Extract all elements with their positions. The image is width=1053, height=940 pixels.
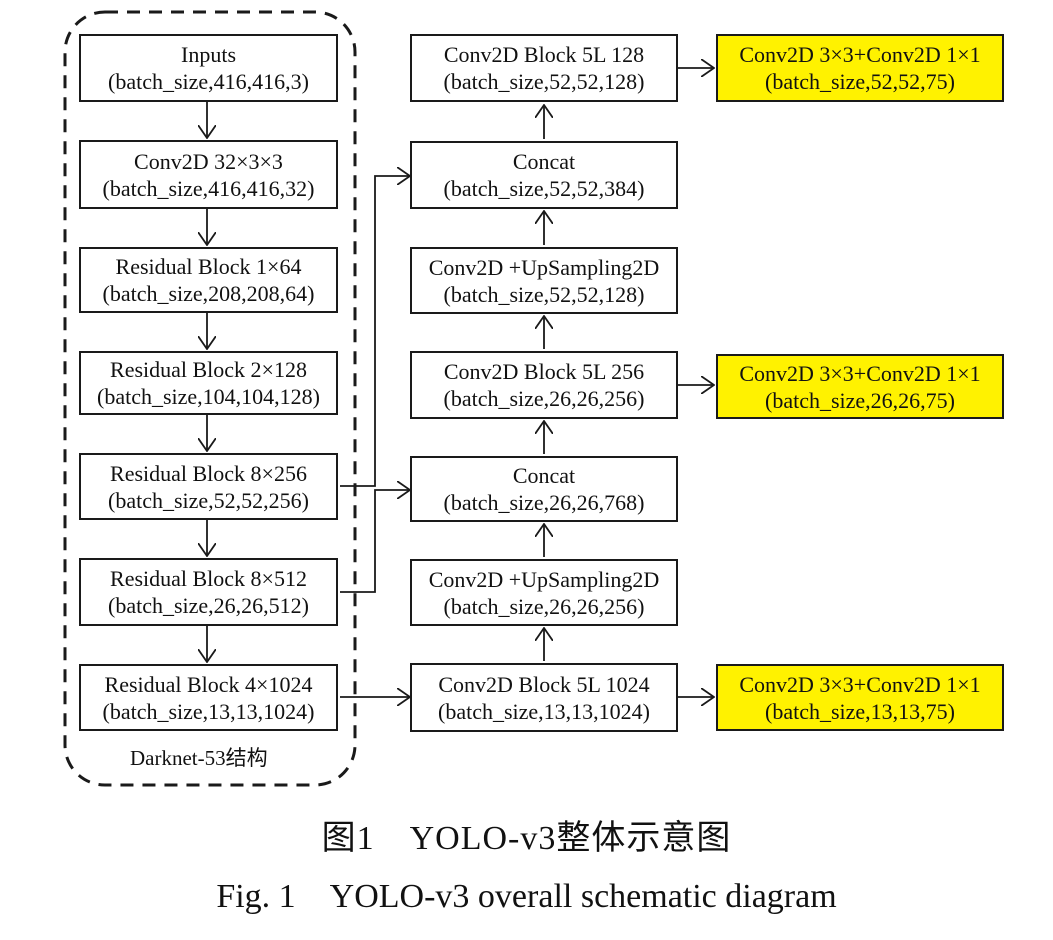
node-out52-shape: (batch_size,52,52,75)	[765, 69, 955, 94]
node-up1-title: Conv2D +UpSampling2D	[428, 254, 660, 280]
node-up1: Conv2D +UpSampling2D (batch_size,52,52,1…	[410, 247, 678, 314]
figure-caption-english: Fig. 1 YOLO-v3 overall schematic diagram	[216, 878, 837, 915]
node-res8b-title: Residual Block 8×512	[110, 566, 307, 591]
figure-caption-chinese: 图1 YOLO-v3整体示意图	[321, 820, 732, 857]
node-inputs-title: Inputs	[181, 42, 236, 67]
node-res8b: Residual Block 8×512 (batch_size,26,26,5…	[79, 558, 338, 626]
node-out13-title: Conv2D 3×3+Conv2D 1×1	[739, 671, 981, 697]
node-inputs-shape: (batch_size,416,416,3)	[108, 69, 309, 94]
node-res2-shape: (batch_size,104,104,128)	[97, 384, 320, 409]
node-out26-shape: (batch_size,26,26,75)	[765, 387, 955, 413]
node-res8a-title: Residual Block 8×256	[110, 460, 307, 486]
node-out26: Conv2D 3×3+Conv2D 1×1 (batch_size,26,26,…	[716, 354, 1004, 419]
node-res1: Residual Block 1×64 (batch_size,208,208,…	[79, 247, 338, 313]
node-res1-title: Residual Block 1×64	[115, 254, 302, 279]
node-c5l256-title: Conv2D Block 5L 256	[443, 359, 645, 384]
darknet53-group-border	[63, 10, 357, 787]
node-up2-shape: (batch_size,26,26,256)	[443, 593, 645, 619]
node-concat1-shape: (batch_size,52,52,384)	[443, 176, 645, 201]
node-up1-shape: (batch_size,52,52,128)	[443, 281, 645, 307]
node-res4: Residual Block 4×1024 (batch_size,13,13,…	[79, 664, 338, 731]
edge-res8a-concat1	[340, 176, 410, 487]
node-concat1: Concat (batch_size,52,52,384)	[410, 141, 678, 209]
edge-res8b-concat2	[340, 490, 410, 593]
node-out13: Conv2D 3×3+Conv2D 1×1 (batch_size,13,13,…	[716, 664, 1004, 731]
node-res4-shape: (batch_size,13,13,1024)	[102, 698, 315, 724]
node-res2-title: Residual Block 2×128	[110, 357, 307, 382]
node-out13-shape: (batch_size,13,13,75)	[765, 698, 955, 724]
node-res2: Residual Block 2×128 (batch_size,104,104…	[79, 351, 338, 415]
node-c5l1024: Conv2D Block 5L 1024 (batch_size,13,13,1…	[410, 663, 678, 732]
node-res8a: Residual Block 8×256 (batch_size,52,52,2…	[79, 453, 338, 520]
node-res8b-shape: (batch_size,26,26,512)	[108, 593, 309, 618]
node-conv32-shape: (batch_size,416,416,32)	[102, 175, 315, 201]
node-out52-title: Conv2D 3×3+Conv2D 1×1	[739, 42, 981, 67]
node-c5l1024-shape: (batch_size,13,13,1024)	[438, 698, 650, 724]
diagram-connectors	[63, 10, 1053, 787]
node-c5l256: Conv2D Block 5L 256 (batch_size,26,26,25…	[410, 351, 678, 419]
node-out26-title: Conv2D 3×3+Conv2D 1×1	[739, 360, 981, 386]
darknet53-group-label: Darknet-53结构	[130, 746, 268, 770]
node-c5l1024-title: Conv2D Block 5L 1024	[438, 671, 650, 697]
node-res4-title: Residual Block 4×1024	[104, 671, 313, 697]
node-c5l128: Conv2D Block 5L 128 (batch_size,52,52,12…	[410, 34, 678, 102]
node-conv32-title: Conv2D 32×3×3	[134, 148, 283, 174]
node-c5l256-shape: (batch_size,26,26,256)	[443, 386, 645, 411]
node-c5l128-shape: (batch_size,52,52,128)	[443, 69, 645, 94]
node-up2: Conv2D +UpSampling2D (batch_size,26,26,2…	[410, 559, 678, 626]
node-inputs: Inputs (batch_size,416,416,3)	[79, 34, 338, 102]
node-res8a-shape: (batch_size,52,52,256)	[108, 487, 309, 513]
node-concat2-shape: (batch_size,26,26,768)	[443, 490, 645, 515]
node-res1-shape: (batch_size,208,208,64)	[102, 281, 315, 306]
node-out52: Conv2D 3×3+Conv2D 1×1 (batch_size,52,52,…	[716, 34, 1004, 102]
node-c5l128-title: Conv2D Block 5L 128	[443, 42, 645, 67]
node-conv32: Conv2D 32×3×3 (batch_size,416,416,32)	[79, 140, 338, 209]
node-concat1-title: Concat	[512, 149, 576, 174]
node-concat2: Concat (batch_size,26,26,768)	[410, 456, 678, 522]
node-concat2-title: Concat	[512, 463, 576, 488]
node-up2-title: Conv2D +UpSampling2D	[428, 566, 660, 592]
